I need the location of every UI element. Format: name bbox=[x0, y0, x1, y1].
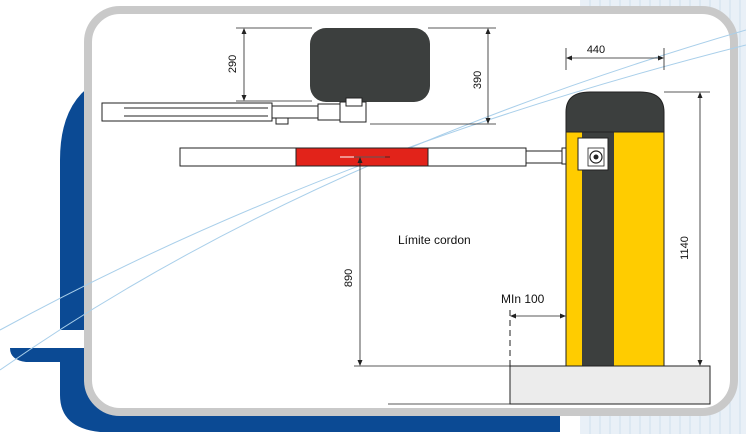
column-base bbox=[509, 365, 711, 405]
top-view: 290 390 bbox=[101, 27, 496, 125]
limit-cord-label: Límite cordon bbox=[398, 233, 471, 247]
dim-min-clearance: MIn 100 bbox=[501, 292, 545, 306]
arm-top-view bbox=[101, 102, 273, 122]
swoosh-lines bbox=[0, 29, 746, 371]
dim-column-width: 440 bbox=[587, 44, 605, 56]
cover-top bbox=[310, 28, 430, 102]
column-cap bbox=[565, 91, 665, 133]
dim-cover-height: 290 bbox=[227, 55, 239, 73]
dim-cover-total-height: 390 bbox=[472, 71, 484, 89]
dim-arm-height: 890 bbox=[343, 269, 355, 287]
circles-logo bbox=[23, 317, 53, 347]
dim-column-height: 1140 bbox=[679, 236, 691, 260]
barrier-column bbox=[509, 91, 711, 405]
side-dimensions: 440 1140 890 MIn 100 bbox=[343, 44, 710, 405]
